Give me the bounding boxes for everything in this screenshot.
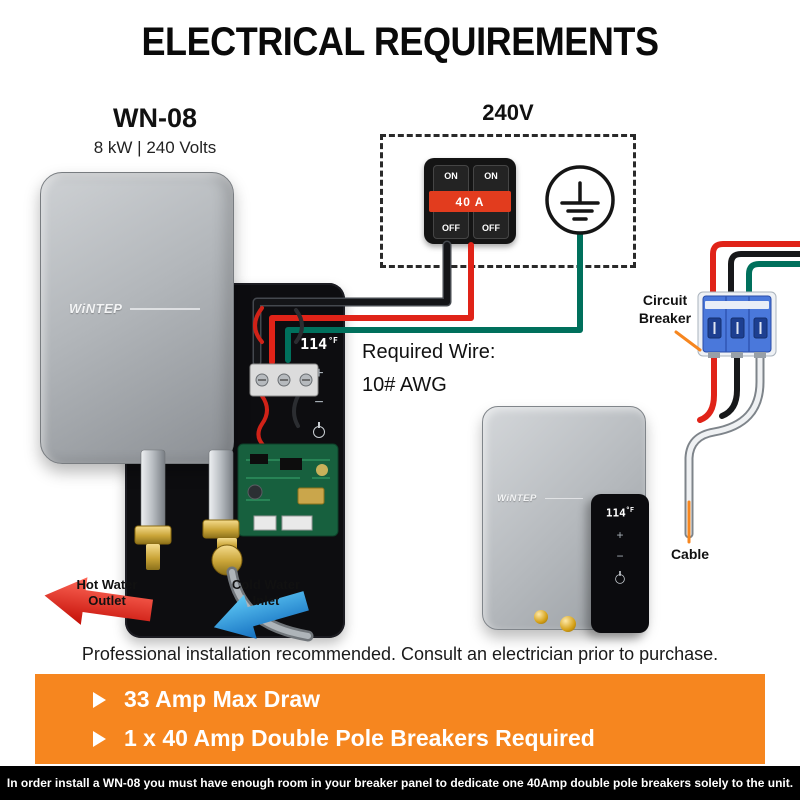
temperature-readout: 114°F <box>300 335 338 353</box>
hot-label-line1: Hot Water <box>76 577 138 592</box>
temperature-value: 114 <box>300 335 328 353</box>
breaker-feed-wires <box>710 241 800 303</box>
brand-logo: WiNTEP <box>497 493 583 504</box>
brass-fitting <box>534 610 548 624</box>
required-wire-note: Required Wire: 10# AWG <box>362 336 495 402</box>
brass-fitting <box>560 616 576 632</box>
breaker-toggle <box>730 317 745 339</box>
banner-text-1: 33 Amp Max Draw <box>124 686 320 712</box>
cold-water-inlet-label: Cold Water Inlet <box>218 577 314 610</box>
circuit-breaker-label-line2: Breaker <box>638 309 692 326</box>
power-icon <box>615 573 625 584</box>
banner-item-2: 1 x 40 Amp Double Pole Breakers Required <box>93 725 765 752</box>
breaker-terminal <box>754 352 766 358</box>
bullet-triangle-icon <box>93 691 106 708</box>
switch-amp-rating: 40 A <box>429 191 511 212</box>
brand-logo: WiNTEP <box>69 301 201 316</box>
switch-on-label: ON <box>484 171 498 181</box>
breaker-out-wires <box>684 351 765 539</box>
switch-off-label: OFF <box>442 223 460 233</box>
model-specs: 8 kW | 240 Volts <box>93 138 217 157</box>
feed-wire-red <box>710 241 800 303</box>
brand-logo-text: WiNTEP <box>69 301 123 316</box>
breaker-face <box>702 295 772 353</box>
control-display: 114°F + − <box>297 335 341 438</box>
model-block: WN-08 8 kW | 240 Volts <box>55 103 255 158</box>
cable-outer <box>684 351 765 539</box>
bullet-triangle-icon <box>93 730 106 747</box>
breaker-terminal <box>731 352 743 358</box>
feed-wire-black <box>728 251 800 303</box>
hot-label-line2: Outlet <box>88 593 126 609</box>
temperature-value: 114 <box>605 506 626 520</box>
page-title: ELECTRICAL REQUIREMENTS <box>141 20 659 64</box>
wire-note-line2: 10# AWG <box>362 374 447 396</box>
switch-on-label: ON <box>444 171 458 181</box>
temperature-unit: °F <box>328 336 338 345</box>
switch-off-label: OFF <box>482 223 500 233</box>
logo-line <box>130 307 201 310</box>
breaker-housing <box>697 291 777 357</box>
installation-recommendation: Professional installation recommended. C… <box>81 644 719 664</box>
circuit-breaker-label: Circuit Breaker <box>634 292 696 327</box>
banner-text-2: 1 x 40 Amp Double Pole Breakers Required <box>124 725 595 751</box>
heater-unit-small: WiNTEP 114°F + − <box>482 406 649 633</box>
out-wire-black <box>719 353 740 419</box>
breaker-label-band <box>705 301 769 309</box>
double-pole-switch: ON OFF ON OFF 40 A <box>424 158 516 244</box>
increase-icon: + <box>314 365 324 382</box>
brand-logo-text: WiNTEP <box>497 493 537 504</box>
toggle-slots <box>713 322 762 334</box>
temperature-unit: °F <box>625 506 635 514</box>
out-wire-red <box>697 353 717 423</box>
breaker-terminal <box>708 352 720 358</box>
small-control-panel: 114°F + − <box>591 494 649 633</box>
decrease-icon: − <box>314 394 324 411</box>
circuit-breaker-label-line1: Circuit <box>642 292 688 308</box>
heater-front-unit: WiNTEP <box>40 172 234 464</box>
cable-inner <box>686 353 763 537</box>
voltage-label: 240V <box>482 100 534 125</box>
requirements-banner: 33 Amp Max Draw 1 x 40 Amp Double Pole B… <box>35 674 765 764</box>
logo-line <box>544 497 583 500</box>
model-name: WN-08 <box>112 103 197 133</box>
breaker-toggle <box>707 317 722 339</box>
circuit-breaker <box>697 291 777 358</box>
feed-wire-green <box>746 261 800 303</box>
breaker-toggle <box>753 317 768 339</box>
cold-label-line2: Inlet <box>252 593 280 609</box>
cable-label: Cable <box>670 546 710 562</box>
wire-note-line1: Required Wire: <box>362 341 496 363</box>
breaker-dividers <box>725 296 750 352</box>
disclaimer-bar: In order install a WN-08 you must have e… <box>0 766 800 800</box>
power-icon <box>313 426 325 438</box>
cold-label-line1: Cold Water <box>231 577 301 592</box>
circuit-breaker-leader-line <box>674 330 702 352</box>
temperature-readout: 114°F <box>606 506 634 520</box>
banner-item-1: 33 Amp Max Draw <box>93 686 765 713</box>
hot-water-outlet-label: Hot Water Outlet <box>62 577 152 610</box>
decrease-icon: − <box>616 548 624 563</box>
increase-icon: + <box>616 527 624 542</box>
